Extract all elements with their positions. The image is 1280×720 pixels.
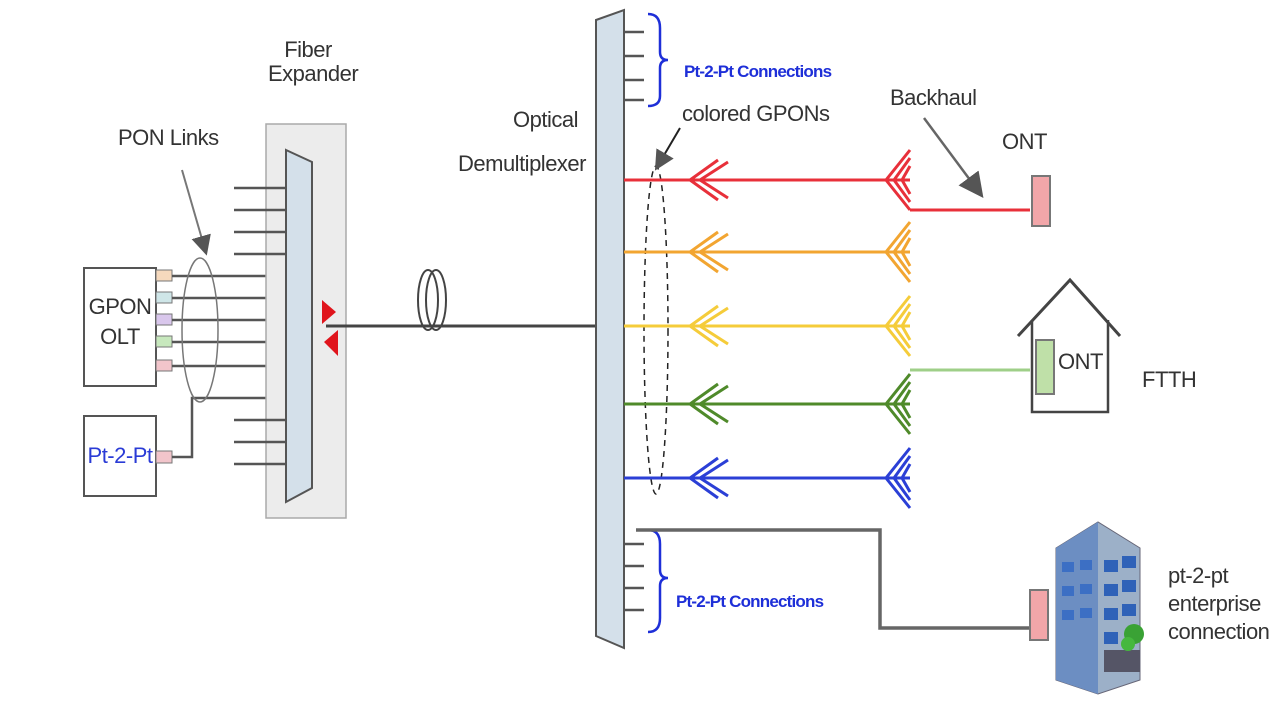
pt2pt-source — [83, 415, 173, 497]
expander-red-arrows-icon — [322, 300, 338, 356]
colored-gpons-label: colored GPONs — [682, 101, 830, 126]
gpon-olt-line2: OLT — [100, 324, 140, 349]
gpon-olt-label: GPON OLT — [84, 292, 156, 352]
pt2pt-connections-bottom-label: Pt-2-Pt Connections — [676, 592, 824, 611]
enterprise-line3: connection — [1168, 619, 1270, 644]
ont-top-device — [1031, 175, 1051, 227]
fiber-expander-line1: Fiber — [284, 37, 332, 62]
backhaul-label: Backhaul — [890, 85, 977, 110]
optical-demultiplexer — [595, 8, 669, 650]
optical-demux-line1: Optical — [513, 107, 578, 132]
colored-gpons-pointer — [654, 127, 681, 171]
gpon-olt-line1: GPON — [88, 294, 152, 319]
gpon-blue-line — [624, 447, 912, 509]
ont-top-label: ONT — [1002, 129, 1047, 154]
gpon-lines — [624, 149, 1030, 509]
top-bracket — [647, 12, 669, 108]
enterprise-fiber — [636, 528, 1030, 630]
fiber-expander-label: Fiber Expander — [268, 37, 359, 86]
gpon-red-line — [624, 149, 1030, 212]
enterprise-line1: pt-2-pt — [1168, 563, 1229, 588]
ftth-label: FTTH — [1142, 367, 1197, 392]
colored-gpons-ellipse — [643, 165, 669, 495]
olt-ports — [155, 269, 173, 372]
bottom-bracket — [647, 528, 669, 634]
pon-links-pointer — [181, 169, 211, 256]
backhaul-pointer — [922, 117, 984, 199]
pon-links-ellipse — [181, 257, 219, 403]
enterprise-line2: enterprise — [1168, 591, 1261, 616]
fiber-expander — [234, 123, 347, 519]
pon-links-label: PON Links — [118, 125, 219, 150]
gpon-green-line — [624, 373, 912, 435]
fiber-expander-line2: Expander — [268, 61, 359, 86]
gpon-orange-line — [624, 221, 912, 283]
pt2pt-box-label: Pt-2-Pt — [87, 443, 153, 468]
fiber-coil-icon — [417, 269, 447, 331]
optical-demux-line2: Demultiplexer — [458, 151, 587, 176]
ont-house-label: ONT — [1058, 349, 1103, 374]
gpon-yellow-line — [624, 295, 912, 357]
optical-demux-label: Optical Demultiplexer — [458, 107, 587, 176]
gpon-olt — [83, 267, 173, 387]
building-icon — [1055, 521, 1144, 695]
enterprise-ont-device — [1029, 589, 1049, 641]
pt2pt-connections-top-label: Pt-2-Pt Connections — [684, 62, 832, 81]
enterprise-connection-label: pt-2-pt enterprise connection — [1168, 562, 1270, 646]
house-icon — [1016, 277, 1122, 414]
